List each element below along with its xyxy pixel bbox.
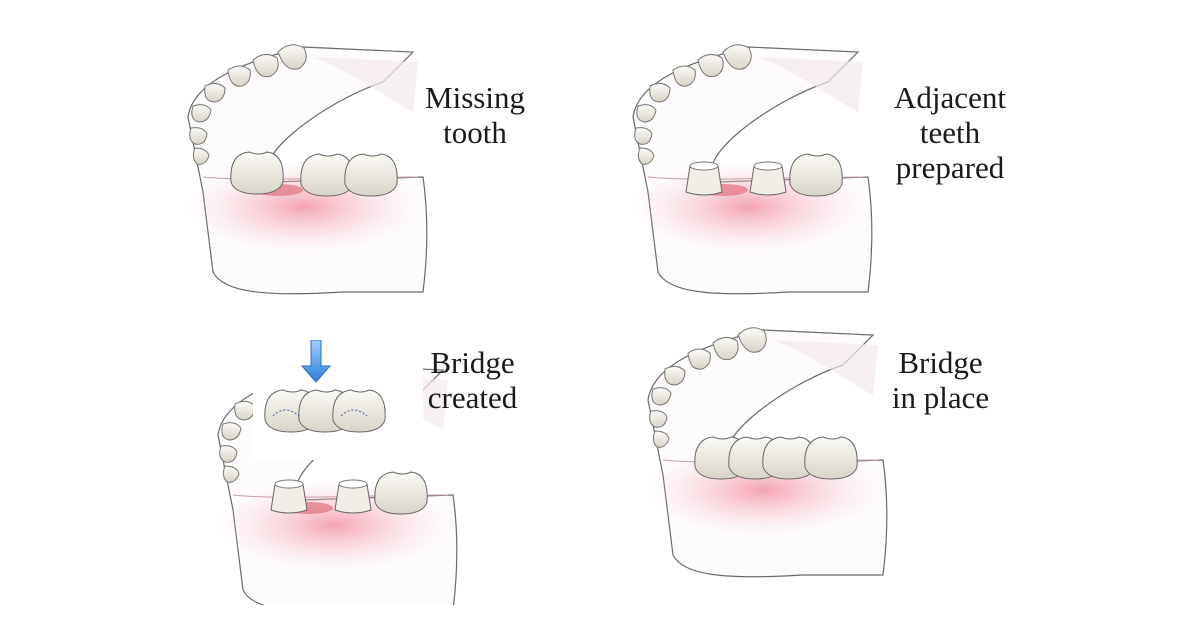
bridge-prosthesis bbox=[264, 389, 386, 433]
prepared-tooth bbox=[270, 479, 308, 514]
prepared-tooth bbox=[334, 479, 372, 514]
down-arrow-icon bbox=[300, 340, 332, 383]
label-missing-tooth: Missing tooth bbox=[425, 80, 525, 150]
bridge-in-place bbox=[694, 436, 858, 480]
jaw-bridge-in-place-illustration bbox=[647, 327, 888, 578]
jaw-bridge-created-illustration bbox=[217, 340, 458, 605]
tooth bbox=[344, 153, 398, 197]
label-adjacent-teeth-prepared: Adjacent teeth prepared bbox=[894, 80, 1006, 185]
tooth bbox=[230, 151, 284, 195]
tooth bbox=[804, 436, 858, 480]
prepared-tooth bbox=[685, 161, 723, 196]
tooth bbox=[789, 153, 843, 197]
tooth bbox=[374, 471, 428, 515]
jaw-teeth-prepared-illustration bbox=[632, 44, 873, 295]
label-bridge-created: Bridge created bbox=[427, 345, 518, 415]
label-bridge-in-place: Bridge in place bbox=[891, 345, 990, 415]
prepared-tooth bbox=[749, 161, 787, 196]
jaw-missing-tooth-illustration bbox=[187, 44, 428, 295]
